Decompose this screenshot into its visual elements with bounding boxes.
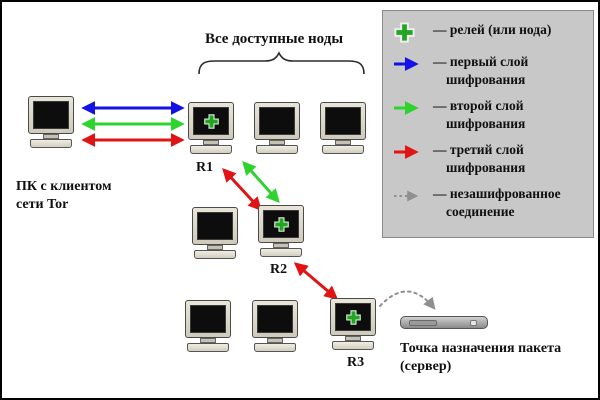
monitor: [192, 207, 238, 245]
node: [254, 102, 300, 154]
legend-item-layer2: — второй слой шифрования: [393, 97, 585, 132]
relay-r1-label: R1: [196, 160, 214, 175]
dashed-arrow-icon: [393, 189, 427, 220]
keyboard: [254, 343, 296, 352]
monitor: [185, 300, 231, 338]
screen: [263, 210, 299, 238]
node: [320, 102, 366, 154]
node: [192, 207, 238, 259]
screen: [33, 101, 69, 129]
server-slot: [409, 320, 437, 326]
screen: [257, 305, 293, 333]
legend-item-relay: — релей (или нода): [393, 21, 585, 44]
keyboard: [322, 145, 364, 154]
relay-r3-label: R3: [347, 355, 365, 370]
monitor: [254, 102, 300, 140]
keyboard: [187, 343, 229, 352]
monitor: [258, 205, 304, 243]
green-arrow-icon: [393, 101, 427, 132]
relay-plus-icon: [203, 113, 219, 129]
legend-item-layer3: — третий слой шифрования: [393, 141, 585, 176]
legend-label: — первый слой шифрования: [433, 54, 529, 87]
relay-r2-label: R2: [270, 262, 288, 277]
node: [185, 300, 231, 352]
monitor: [28, 96, 74, 134]
stand: [43, 134, 59, 139]
relay-plus-icon: [273, 216, 289, 232]
relay-plus-icon: [345, 309, 361, 325]
legend-box: — релей (или нода) — первый слой шифрова…: [382, 10, 594, 238]
monitor: [330, 298, 376, 336]
legend-item-unencrypted: — незашифрованное соединение: [393, 185, 585, 220]
red-arrow-icon: [393, 145, 427, 176]
relay-node-r1: [188, 102, 234, 154]
keyboard: [260, 248, 302, 257]
server-icon: [400, 316, 488, 329]
brace: [198, 51, 365, 75]
legend-label: — незашифрованное соединение: [433, 186, 561, 219]
keyboard: [332, 341, 374, 350]
client-pc: [28, 96, 74, 148]
blue-arrow-icon: [393, 57, 427, 88]
arrow-layer3-r2-r3: [293, 262, 339, 300]
monitor: [252, 300, 298, 338]
legend-item-layer1: — первый слой шифрования: [393, 53, 585, 88]
screen: [325, 107, 361, 135]
stand: [269, 140, 285, 145]
keyboard: [30, 139, 72, 148]
arrow-unencrypted-r3-server: [379, 290, 436, 310]
screen: [190, 305, 226, 333]
stand: [200, 338, 216, 343]
legend-label: — релей (или нода): [433, 22, 552, 37]
keyboard: [194, 250, 236, 259]
screen: [197, 212, 233, 240]
stand: [207, 245, 223, 250]
monitor: [188, 102, 234, 140]
screen: [335, 303, 371, 331]
stand: [335, 140, 351, 145]
stand: [267, 338, 283, 343]
relay-node-r2: [258, 205, 304, 257]
monitor: [320, 102, 366, 140]
client-pc-label: ПК с клиентом сети Tor: [16, 179, 112, 212]
node: [252, 300, 298, 352]
screen: [193, 107, 229, 135]
legend-label: — третий слой шифрования: [433, 142, 526, 175]
arrow-layer2-r1-r2: [242, 160, 280, 204]
relay-plus-icon: [393, 21, 427, 44]
stand: [345, 336, 361, 341]
available-nodes-title: Все доступные ноды: [204, 31, 344, 47]
relay-node-r3: [330, 298, 376, 350]
keyboard: [256, 145, 298, 154]
screen: [259, 107, 295, 135]
server-label: Точка назначения пакета (сервер): [400, 341, 562, 374]
stand: [203, 140, 219, 145]
legend-label: — второй слой шифрования: [433, 98, 526, 131]
stand: [273, 243, 289, 248]
server-led: [470, 320, 477, 326]
keyboard: [190, 145, 232, 154]
